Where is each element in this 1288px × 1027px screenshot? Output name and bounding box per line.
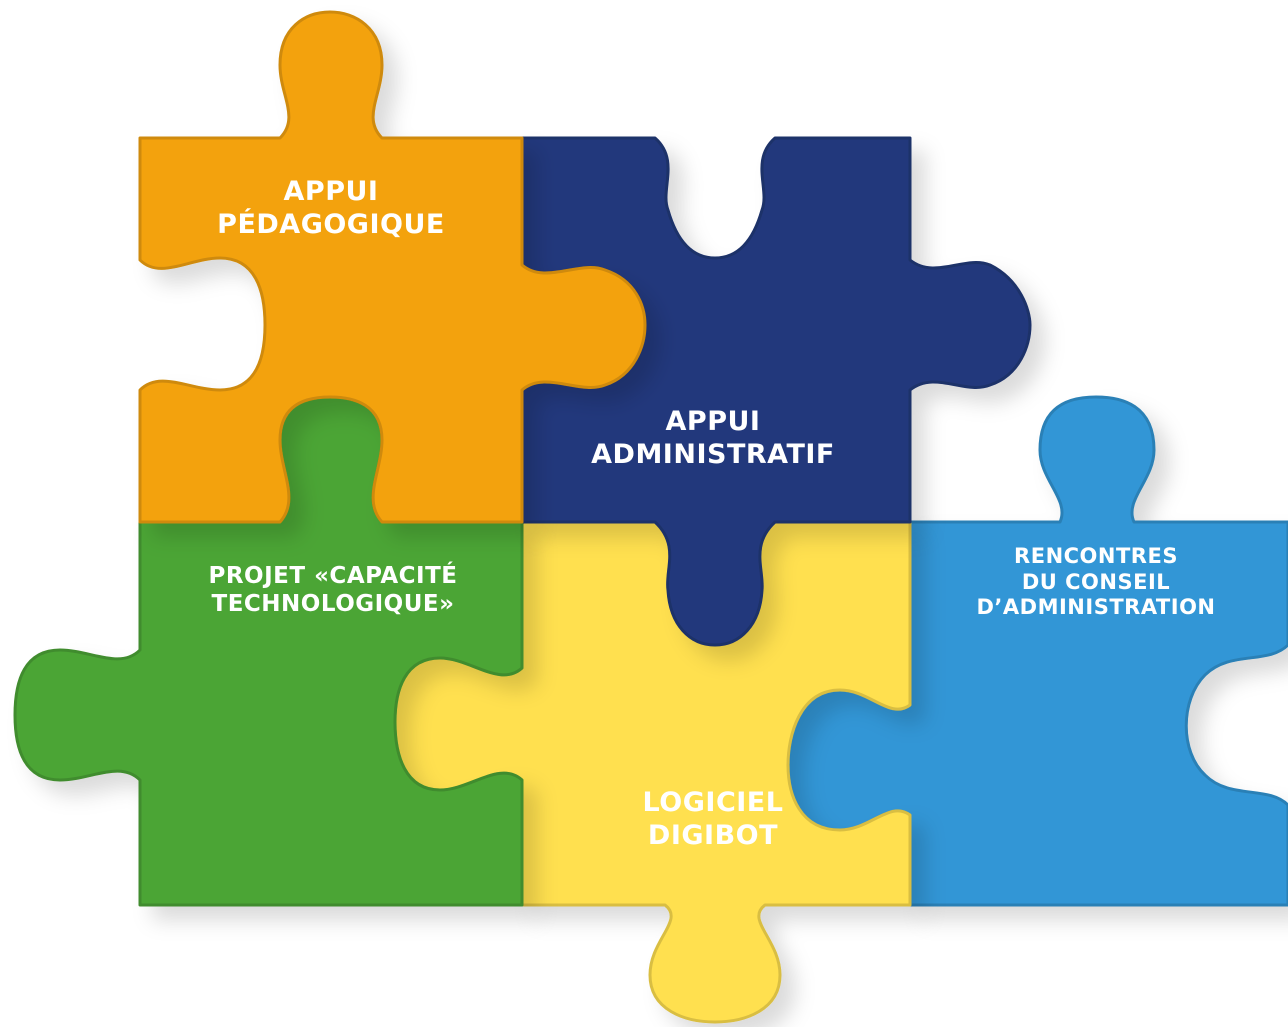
label-line: APPUI [283,176,379,207]
label-line: ADMINISTRATIF [591,438,835,470]
label-logiciel-digibot: LOGICIEL DIGIBOT [643,787,784,853]
label-line: PÉDAGOGIQUE [217,208,445,240]
label-line: D’ADMINISTRATION [976,595,1216,620]
label-rencontres-conseil-administration: RENCONTRES DU CONSEIL D’ADMINISTRATION [977,544,1216,621]
label-line: DIGIBOT [647,819,779,851]
label-line: DU CONSEIL [1021,569,1171,594]
label-line: RENCONTRES [1014,544,1178,568]
label-appui-administratif: APPUI ADMINISTRATIF [591,406,835,472]
label-appui-pedagogique: APPUI PÉDAGOGIQUE [217,176,445,242]
label-line: APPUI [665,406,761,437]
label-line: TECHNOLOGIQUE» [211,591,455,618]
label-line: LOGICIEL [642,787,784,818]
puzzle-piece-orange [138,10,647,524]
label-line: PROJET «CAPACITÉ [208,563,458,589]
label-projet-capacite-technologique: PROJET «CAPACITÉ TECHNOLOGIQUE» [208,562,457,618]
